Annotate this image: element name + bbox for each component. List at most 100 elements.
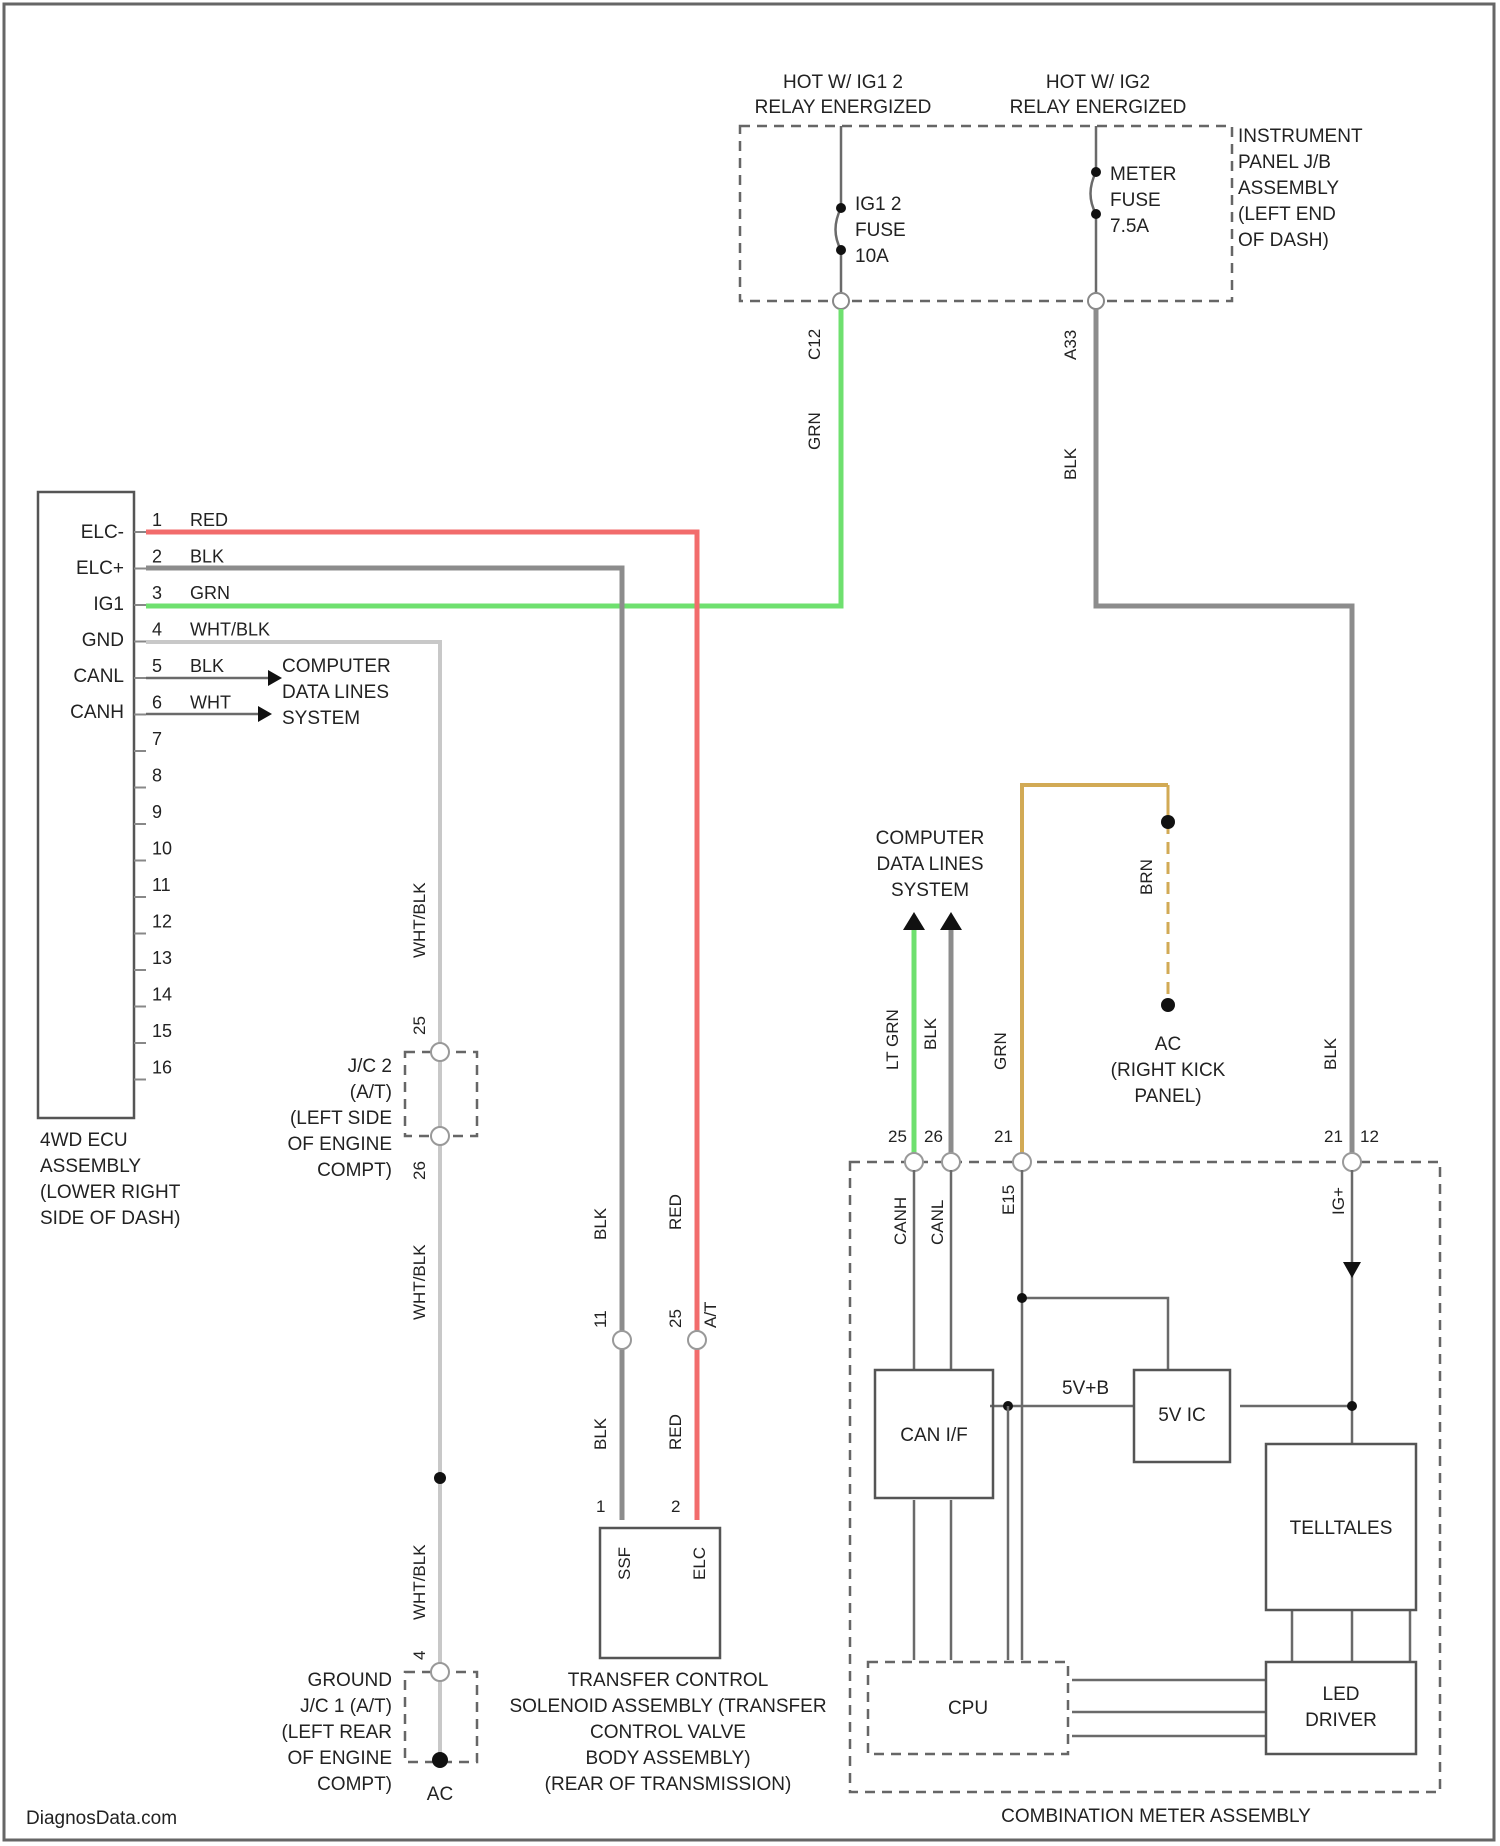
solenoid-conn-pin-b: 25 bbox=[666, 1309, 685, 1328]
solenoid-pin-ssf: SSF bbox=[615, 1547, 634, 1580]
jc1-label-2: J/C 1 (A/T) bbox=[300, 1696, 392, 1717]
ecu-pin-number: 13 bbox=[152, 948, 172, 968]
wire-whtblk-gnd bbox=[146, 642, 440, 1760]
ecu-pin-ig1: IG1 bbox=[93, 594, 124, 615]
wire-label-blk-meter: BLK bbox=[921, 1017, 940, 1050]
junction-jc2: WHT/BLK 25 26 J/C 2 (A/T) (LEFT SIDE OF … bbox=[287, 882, 477, 1620]
ecu-label-2: ASSEMBLY bbox=[40, 1156, 141, 1177]
jb-label-4: (LEFT END bbox=[1238, 204, 1336, 225]
fuse-ig1-2-label-3: 10A bbox=[855, 246, 889, 267]
jc1-pin: 4 bbox=[410, 1651, 429, 1660]
meter-pin-canh: CANH bbox=[891, 1197, 910, 1245]
ecu-pin-number: 10 bbox=[152, 839, 172, 859]
ecu-pin-canl: CANL bbox=[73, 666, 124, 687]
ground-ac-right: AC bbox=[1155, 1034, 1181, 1055]
fuse-meter-label-1: METER bbox=[1110, 164, 1177, 185]
meter-pin-ig: IG+ bbox=[1329, 1187, 1348, 1215]
jb-pin-a33: A33 bbox=[1061, 330, 1080, 360]
hot-ig2-line1: HOT W/ IG2 bbox=[1046, 72, 1150, 93]
jc2-connector-top bbox=[431, 1043, 449, 1061]
meter-conn-canh bbox=[905, 1153, 923, 1171]
telltales-label: TELLTALES bbox=[1290, 1518, 1393, 1539]
solenoid-connector-a bbox=[613, 1331, 631, 1349]
led-driver-label-1: LED bbox=[1323, 1684, 1360, 1705]
ecu-pin-canh: CANH bbox=[70, 702, 124, 723]
fuse-meter-label-2: FUSE bbox=[1110, 190, 1161, 211]
can-if-label: CAN I/F bbox=[900, 1425, 968, 1446]
meter-pin-25: 25 bbox=[888, 1127, 907, 1146]
fuse-meter-label-3: 7.5A bbox=[1110, 216, 1149, 237]
jc1-label-3: (LEFT REAR bbox=[281, 1722, 392, 1743]
solenoid-connector-b bbox=[688, 1331, 706, 1349]
ecu-pin-number: 5 bbox=[152, 656, 162, 676]
ecu-pin-elc-minus: ELC- bbox=[81, 522, 124, 543]
jb-connector-a33 bbox=[1088, 293, 1104, 309]
ecu-wire-color: BLK bbox=[190, 547, 224, 567]
jb-label-3: ASSEMBLY bbox=[1238, 178, 1339, 199]
cdl-right-1: COMPUTER bbox=[876, 828, 985, 849]
instrument-panel-jb: HOT W/ IG1 2 RELAY ENERGIZED HOT W/ IG2 … bbox=[740, 72, 1363, 360]
wire-label-red-lower: RED bbox=[666, 1194, 685, 1230]
ground-ac-label-1: (RIGHT KICK bbox=[1111, 1060, 1226, 1081]
ecu-pin-number: 15 bbox=[152, 1021, 172, 1041]
solenoid-conn-pin-c: A/T bbox=[701, 1302, 720, 1328]
cdl-right-3: SYSTEM bbox=[891, 880, 969, 901]
jc2-label-2: (A/T) bbox=[350, 1082, 392, 1103]
label-5vb: 5V+B bbox=[1062, 1378, 1109, 1399]
fuse-ig1-2-label-2: FUSE bbox=[855, 220, 906, 241]
wire-label-blk-vertical: BLK bbox=[1061, 447, 1080, 480]
wire-label-ltgrn: LT GRN bbox=[883, 1009, 902, 1070]
jc1-label-4: OF ENGINE bbox=[287, 1748, 392, 1769]
hot-ig1-2-line1: HOT W/ IG1 2 bbox=[783, 72, 903, 93]
jb-pin-c12: C12 bbox=[805, 329, 824, 360]
ground-point-ac-right bbox=[1161, 998, 1175, 1012]
diagram-frame bbox=[4, 4, 1494, 1840]
ecu-pin-number: 9 bbox=[152, 802, 162, 822]
jc2-pin-bottom: 26 bbox=[410, 1161, 429, 1180]
ecu-pin-number: 7 bbox=[152, 729, 162, 749]
wire-label-blk-solenoid: BLK bbox=[591, 1417, 610, 1450]
ecu-pin-elc-plus: ELC+ bbox=[76, 558, 124, 579]
hot-ig2-line2: RELAY ENERGIZED bbox=[1010, 97, 1187, 118]
wire-grn-ig1 bbox=[146, 309, 841, 606]
solenoid-label-2: SOLENOID ASSEMBLY (TRANSFER bbox=[509, 1696, 826, 1717]
jc2-label-1: J/C 2 bbox=[348, 1056, 392, 1077]
jc1-connector bbox=[431, 1663, 449, 1681]
jc2-connector-bottom bbox=[431, 1127, 449, 1145]
ecu-pin-number: 11 bbox=[152, 875, 171, 895]
arrow-canl-meter bbox=[940, 912, 962, 930]
solenoid-label-5: (REAR OF TRANSMISSION) bbox=[545, 1774, 792, 1795]
ecu-pin-number: 2 bbox=[152, 547, 162, 567]
ground-ac-left: AC bbox=[427, 1784, 453, 1805]
jc2-label-3: (LEFT SIDE bbox=[290, 1108, 392, 1129]
meter-pin-26: 26 bbox=[924, 1127, 943, 1146]
transfer-control-solenoid: BLK RED 11 25 A/T BLK RED 1 2 SSF ELC TR… bbox=[509, 1194, 826, 1795]
led-driver-box bbox=[1266, 1662, 1416, 1754]
meter-conn-ig bbox=[1343, 1153, 1361, 1171]
ecu-pin-number: 8 bbox=[152, 766, 162, 786]
fuse-ig1-2-symbol bbox=[836, 208, 842, 250]
wire-label-grn-meter: GRN bbox=[991, 1032, 1010, 1070]
node-e15 bbox=[1017, 1293, 1027, 1303]
ecu-pin-number: 4 bbox=[152, 620, 162, 640]
ecu-box bbox=[38, 492, 134, 1118]
meter-pin-12: 12 bbox=[1360, 1127, 1379, 1146]
jb-label-1: INSTRUMENT bbox=[1238, 126, 1363, 147]
ecu-pin-number: 1 bbox=[152, 510, 162, 530]
ecu-wire-color: WHT bbox=[190, 693, 231, 713]
ecu-label-1: 4WD ECU bbox=[40, 1130, 128, 1151]
jb-dashed-box bbox=[740, 126, 1232, 301]
ecu-wire-color: RED bbox=[190, 510, 228, 530]
solenoid-label-4: BODY ASSEMBLY) bbox=[585, 1748, 750, 1769]
fuse-ig1-2-node-bottom bbox=[836, 245, 846, 255]
cdl-left-1: COMPUTER bbox=[282, 656, 391, 677]
ecu-pin-number: 12 bbox=[152, 912, 172, 932]
fuse-meter-node-top bbox=[1091, 167, 1101, 177]
led-driver-label-2: DRIVER bbox=[1305, 1710, 1377, 1731]
combination-meter-assembly: 25 26 21 21 12 CANH CANL E15 IG+ 5V+B bbox=[850, 1127, 1440, 1827]
jb-label-2: PANEL J/B bbox=[1238, 152, 1331, 173]
ecu-pin-number: 3 bbox=[152, 583, 162, 603]
ecu-pin-number: 6 bbox=[152, 693, 162, 713]
